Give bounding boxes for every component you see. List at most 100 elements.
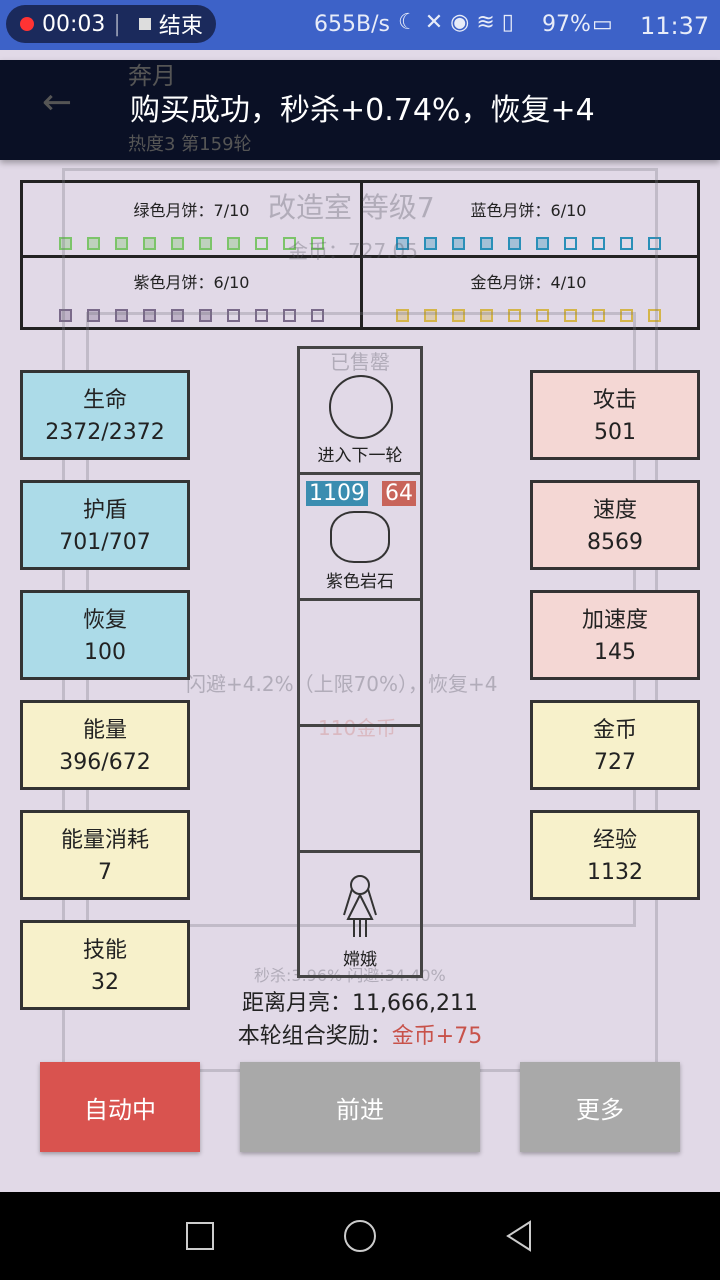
stat-value: 32 [91, 970, 119, 995]
stat-name: 经验 [592, 828, 637, 853]
bonus-label: 本轮组合奖励： [237, 1024, 392, 1049]
screen-record-pill[interactable]: 00:03 | 结束 [6, 5, 216, 43]
more-button[interactable]: 更多 [520, 1062, 680, 1152]
mooncake-slot [536, 309, 549, 322]
portal-circle-icon [329, 375, 393, 439]
stat-恢复[interactable]: 恢复 100 [20, 590, 190, 680]
mooncake-label: 蓝色月饼：6/10 [470, 201, 587, 220]
mooncake-label: 绿色月饼：7/10 [133, 201, 250, 220]
mooncake-slot [592, 309, 605, 322]
bonus-value: 金币+75 [391, 1024, 483, 1049]
mooncake-slot [648, 237, 661, 250]
mooncake-slot [171, 309, 184, 322]
next-round-label: 进入下一轮 [317, 446, 403, 466]
round-bonus: 本轮组合奖励：金币+75 [0, 1023, 720, 1051]
app-header: ← 奔月 热度3 第159轮 购买成功，秒杀+0.74%，恢复+4 [0, 60, 720, 160]
enemy-hp-badge: 1109 [306, 481, 368, 506]
distance-to-moon: 距离月亮：11,666,211 [242, 991, 478, 1016]
enemy-slot[interactable]: 1109 64 紫色岩石 [300, 475, 420, 601]
mooncake-slot [283, 309, 296, 322]
stat-name: 恢复 [82, 608, 127, 633]
back-arrow-icon[interactable]: ← [42, 82, 73, 123]
stat-金币[interactable]: 金币 727 [530, 700, 700, 790]
mooncake-cell: 蓝色月饼：6/10 [360, 183, 697, 255]
stat-name: 加速度 [581, 608, 648, 633]
stat-value: 145 [594, 640, 636, 665]
mooncake-slot [255, 237, 268, 250]
mooncake-slot [480, 237, 493, 250]
next-round-slot[interactable]: 已售罄 进入下一轮 [300, 349, 420, 475]
recents-icon[interactable] [186, 1222, 214, 1250]
empty-slot[interactable] [300, 727, 420, 853]
back-icon[interactable] [504, 1220, 534, 1252]
mooncake-slot [311, 237, 324, 250]
stat-value: 396/672 [59, 750, 151, 775]
mooncake-slot [648, 309, 661, 322]
mooncake-slot [592, 237, 605, 250]
mooncake-slot [508, 237, 521, 250]
player-slot[interactable]: 嫦娥 [300, 853, 420, 979]
net-speed: 655B/s [314, 12, 390, 37]
empty-slot[interactable] [300, 601, 420, 727]
record-stop[interactable]: 结束 [158, 14, 203, 39]
stat-value: 100 [84, 640, 126, 665]
mooncake-slot [115, 309, 128, 322]
status-bar: 00:03 | 结束 655B/s ☾ ✕ ◉ ≋ ▯ 97% ▭ 11:37 [0, 0, 720, 50]
stat-name: 生命 [82, 388, 127, 413]
mooncake-slot [283, 237, 296, 250]
record-time: 00:03 [42, 11, 106, 37]
stat-技能[interactable]: 技能 32 [20, 920, 190, 1010]
stat-name: 能量消耗 [60, 828, 149, 853]
mooncake-slot [424, 309, 437, 322]
mooncake-slot [255, 309, 268, 322]
home-icon[interactable] [344, 1220, 376, 1252]
mooncake-slot [87, 237, 100, 250]
mooncake-slot [452, 237, 465, 250]
page-title: 奔月 [128, 62, 176, 90]
mooncake-slot [227, 309, 240, 322]
divider: | [113, 11, 121, 37]
mooncake-slot [536, 237, 549, 250]
change-character-icon [343, 875, 377, 937]
mooncake-label: 紫色月饼：6/10 [133, 273, 250, 292]
path-column: 已售罄 进入下一轮 1109 64 紫色岩石 嫦娥 [297, 346, 423, 978]
stat-value: 727 [594, 750, 636, 775]
mooncake-slot [59, 309, 72, 322]
stat-name: 金币 [592, 718, 637, 743]
enemy-atk-badge: 64 [382, 481, 416, 506]
forward-button[interactable]: 前进 [240, 1062, 480, 1152]
stat-生命[interactable]: 生命 2372/2372 [20, 370, 190, 460]
stat-value: 2372/2372 [45, 420, 165, 445]
mooncake-slot [620, 309, 633, 322]
mooncake-slot [452, 309, 465, 322]
mooncake-slot [171, 237, 184, 250]
item-price: 110金币 [318, 716, 397, 740]
mooncake-slot [564, 237, 577, 250]
stat-name: 能量 [82, 718, 127, 743]
mooncake-label: 金色月饼：4/10 [470, 273, 587, 292]
mooncake-slot [424, 237, 437, 250]
stat-name: 护盾 [82, 498, 127, 523]
mooncake-slot [508, 309, 521, 322]
rock-icon [330, 511, 390, 563]
mooncake-slot [59, 237, 72, 250]
clock: 11:37 [640, 12, 710, 40]
enemy-name: 紫色岩石 [326, 572, 394, 592]
stat-能量[interactable]: 能量 396/672 [20, 700, 190, 790]
mooncake-slot [480, 309, 493, 322]
grid-divider [23, 255, 697, 258]
mooncake-cell: 金色月饼：4/10 [360, 255, 697, 327]
stat-name: 技能 [82, 938, 127, 963]
mooncake-cell: 绿色月饼：7/10 [23, 183, 360, 255]
stop-icon [138, 18, 151, 30]
auto-button[interactable]: 自动中 [40, 1062, 200, 1152]
mooncake-slot [396, 309, 409, 322]
stat-加速度[interactable]: 加速度 145 [530, 590, 700, 680]
record-dot-icon [20, 17, 34, 31]
shop-title: 改造室 等级7 [268, 191, 435, 224]
